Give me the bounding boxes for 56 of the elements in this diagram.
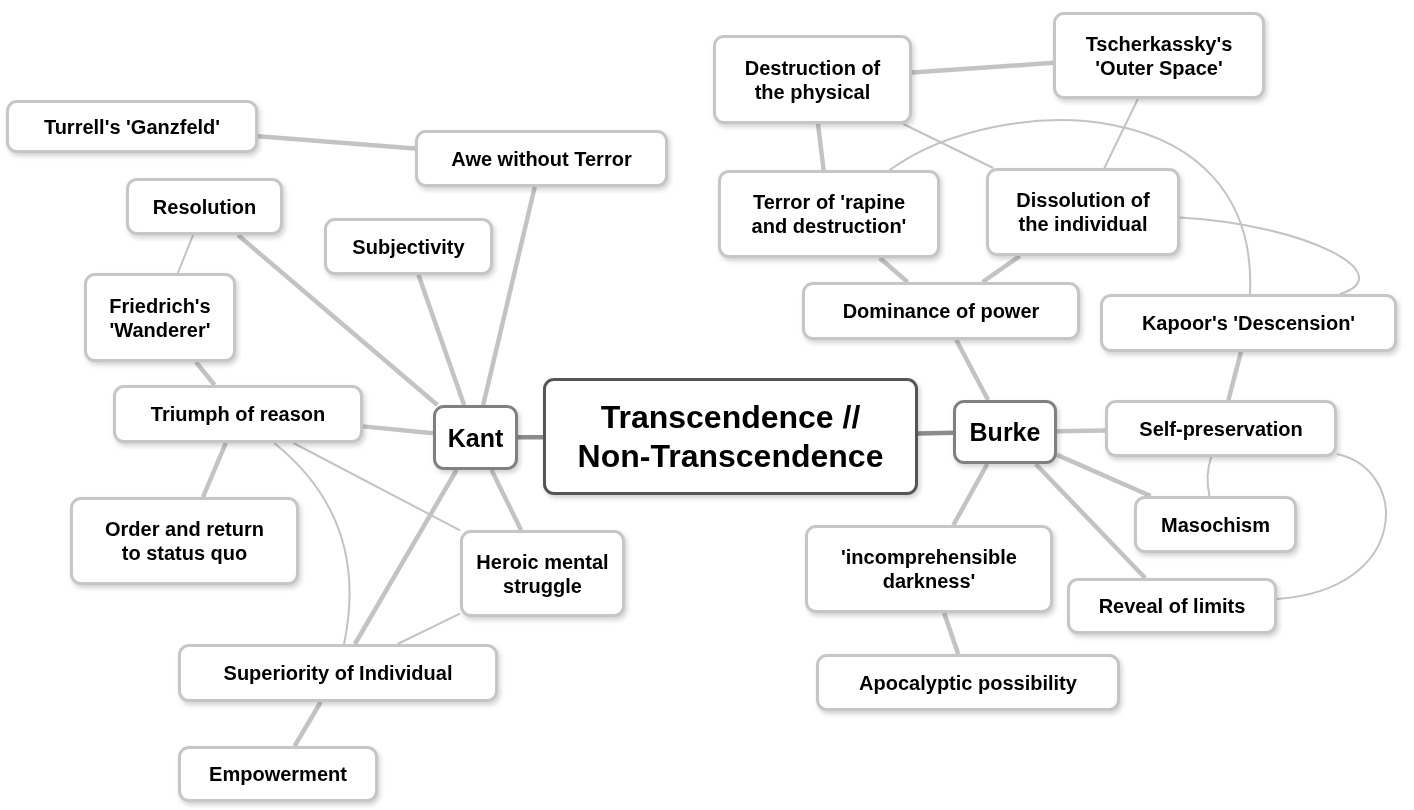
main-branch-box: Burke xyxy=(953,400,1057,464)
connector-line xyxy=(942,612,961,655)
main-branch-box: Kant xyxy=(433,405,518,470)
connector-line xyxy=(981,254,1022,284)
topic-box: Apocalyptic possibility xyxy=(816,654,1120,711)
connector-line xyxy=(489,469,524,531)
topic-box: Heroic mental struggle xyxy=(460,530,625,617)
connector-line xyxy=(917,430,954,436)
connector-line xyxy=(236,233,439,407)
connector-line xyxy=(396,612,461,645)
connector-line xyxy=(911,60,1054,75)
topic-box: Kapoor's 'Descension' xyxy=(1100,294,1397,352)
connector-line xyxy=(878,256,909,284)
topic-box: Turrell's 'Ganzfeld' xyxy=(6,100,258,153)
connector-line xyxy=(194,360,217,387)
topic-box: Destruction of the physical xyxy=(713,35,912,124)
connector-line xyxy=(954,338,991,402)
topic-box: Empowerment xyxy=(178,746,378,802)
connector-line xyxy=(1276,452,1387,600)
connector-line xyxy=(815,123,826,171)
connector-line xyxy=(273,442,351,645)
topic-box: Self-preservation xyxy=(1105,400,1337,457)
topic-box: Order and return to status quo xyxy=(70,497,299,585)
connector-line xyxy=(481,186,537,406)
connector-line xyxy=(292,700,323,748)
connector-line xyxy=(353,468,459,646)
connector-line xyxy=(1034,462,1147,580)
connector-line xyxy=(257,134,416,151)
topic-box: Superiority of Individual xyxy=(178,644,498,702)
topic-box: Subjectivity xyxy=(324,218,493,275)
connector-line xyxy=(951,462,990,527)
connector-line xyxy=(1056,428,1106,434)
connector-line xyxy=(200,442,228,498)
topic-box: Reveal of limits xyxy=(1067,578,1277,634)
topic-box: Triumph of reason xyxy=(113,385,363,443)
topic-box: Friedrich's 'Wanderer' xyxy=(84,273,236,362)
connector-line xyxy=(1179,216,1360,295)
topic-box: 'incomprehensible darkness' xyxy=(805,525,1053,613)
topic-box: Terror of 'rapine and destruction' xyxy=(718,170,940,258)
connector-line xyxy=(292,442,461,532)
topic-box: Resolution xyxy=(126,178,283,235)
topic-box: Dominance of power xyxy=(802,282,1080,340)
central-topic-box: Transcendence // Non-Transcendence xyxy=(543,378,918,495)
connector-line xyxy=(416,274,467,406)
connector-line xyxy=(176,234,195,274)
connector-line xyxy=(518,435,543,440)
topic-box: Dissolution of the individual xyxy=(986,168,1180,256)
connector-line xyxy=(362,424,434,436)
connector-line xyxy=(1206,456,1213,497)
topic-box: Awe without Terror xyxy=(415,130,668,187)
connector-line xyxy=(1226,351,1244,401)
connector-line xyxy=(888,119,1251,295)
topic-box: Tscherkassky's 'Outer Space' xyxy=(1053,12,1265,99)
topic-box: Masochism xyxy=(1134,496,1297,553)
connector-line xyxy=(1103,98,1139,169)
connector-line xyxy=(902,123,995,169)
